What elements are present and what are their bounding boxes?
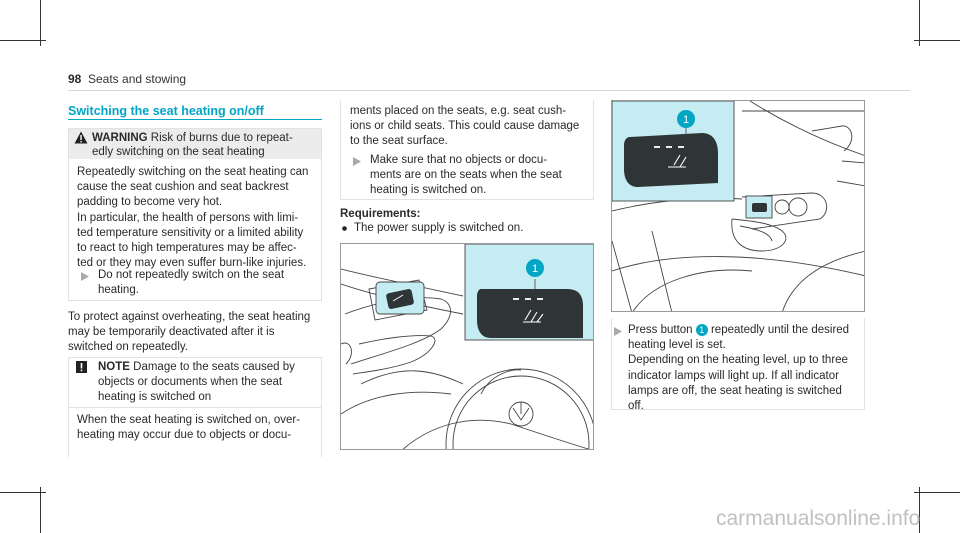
crop-mark (40, 487, 41, 533)
note-heading: NOTE Damage to the seats caused by (98, 360, 295, 375)
note-body-line: to the seat surface. (350, 135, 448, 148)
instruction-line: lamps are off, the seat heating is switc… (628, 384, 842, 397)
warning-triangle-icon (74, 131, 88, 144)
instruction-line: Press button 1 repeatedly until the desi… (628, 323, 849, 338)
note-body-right: ments placed on the seats, e.g. seat cus… (350, 104, 579, 150)
warning-body: Repeatedly switching on the seat heating… (77, 165, 319, 271)
paragraph-line: switched on repeatedly. (68, 341, 188, 354)
note-head-line: heating is switched on (98, 391, 212, 404)
note-action-line: heating is switched on. (370, 184, 487, 197)
exclamation-icon (76, 361, 87, 373)
note-box (68, 357, 322, 457)
warning-head-text2: edly switching on the seat heating (92, 146, 265, 158)
note-body-line: heating may occur due to objects or docu… (77, 429, 292, 442)
page-number: 98 (68, 72, 82, 86)
note-label: NOTE (98, 361, 130, 373)
warning-body-line: In particular, the health of persons wit… (77, 211, 299, 224)
warning-box (68, 128, 322, 301)
crop-mark (0, 492, 46, 493)
paragraph-line: may be temporarily deactivated after it … (68, 326, 275, 339)
note-divider (69, 407, 321, 408)
requirements-title: Requirements: (340, 208, 421, 220)
header-rule (68, 90, 910, 91)
paragraph-line: To protect against overheating, the seat… (68, 311, 311, 323)
note-head-lines: objects or documents when the seat heati… (98, 375, 282, 405)
crop-mark (0, 40, 46, 41)
section-title: Switching the seat heating on/off (68, 104, 264, 118)
warning-heading: WARNING Risk of burns due to repeat- (92, 131, 293, 146)
overheating-paragraph: To protect against overheating, the seat… (68, 310, 310, 356)
arrow-right-icon (614, 327, 622, 336)
instruction-line: heating level is set. (628, 339, 726, 352)
warning-body-line: cause the seat cushion and seat backrest (77, 181, 289, 194)
arrow-right-icon (81, 272, 89, 281)
note-head-text: Damage to the seats caused by (133, 361, 295, 373)
dashboard-illustration: 1 (341, 244, 593, 449)
note-head-line: objects or documents when the seat (98, 376, 283, 388)
watermark: carmanualsonline.info (716, 507, 921, 530)
figure-dashboard: 1 (340, 243, 594, 450)
warning-action-line: heating. (98, 284, 139, 297)
note-action-line: ments are on the seats when the seat (370, 169, 562, 182)
warning-header (69, 129, 321, 159)
crop-mark (919, 487, 920, 533)
note-action: Make sure that no objects or docu- ments… (370, 153, 562, 199)
warning-body-line: to react to high temperatures may be aff… (77, 241, 297, 254)
note-body-line: ments placed on the seats, e.g. seat cus… (350, 105, 567, 117)
instruction-line: repeatedly until the desired (707, 324, 850, 336)
figure-callout: 1 (683, 114, 689, 126)
instruction-box (611, 318, 865, 410)
crop-mark (40, 0, 41, 46)
crop-mark (914, 492, 960, 493)
title-rule (68, 119, 322, 120)
instruction-text: Press button 1 repeatedly until the desi… (628, 323, 849, 414)
warning-body-line: padding to become very hot. (77, 196, 223, 209)
section-header: Seats and stowing (88, 72, 187, 86)
warning-body-line: ted or they may even suffer burn-like in… (77, 257, 307, 270)
instruction-line: indicator lamps will light up. If all in… (628, 369, 839, 382)
door-panel-illustration: 1 (612, 101, 864, 311)
warning-action-line: Do not repeatedly switch on the seat (98, 269, 285, 281)
figure-door-panel: 1 (611, 100, 865, 312)
bullet-icon (342, 226, 347, 231)
note-box-continued (340, 100, 594, 200)
note-body-line: ions or child seats. This could cause da… (350, 120, 580, 133)
instruction-prefix: Press button (628, 324, 693, 336)
instruction-line: Depending on the heating level, up to th… (628, 354, 848, 367)
warning-body-line: Repeatedly switching on the seat heating… (77, 166, 309, 178)
figure-callout: 1 (532, 263, 538, 275)
arrow-right-icon (353, 157, 361, 166)
crop-mark (919, 0, 920, 46)
requirement-item: The power supply is switched on. (354, 222, 524, 234)
warning-head-text: Risk of burns due to repeat- (150, 132, 293, 144)
warning-body-line: ted temperature sensitivity or a limited… (77, 226, 304, 239)
callout-badge: 1 (695, 323, 708, 336)
note-action-line: Make sure that no objects or docu- (370, 154, 548, 166)
note-body-line: When the seat heating is switched on, ov… (77, 414, 301, 426)
crop-mark (914, 40, 960, 41)
note-body-left: When the seat heating is switched on, ov… (77, 413, 300, 443)
warning-action: Do not repeatedly switch on the seat hea… (98, 268, 284, 298)
instruction-line: off. (628, 399, 644, 412)
warning-label: WARNING (92, 132, 148, 144)
